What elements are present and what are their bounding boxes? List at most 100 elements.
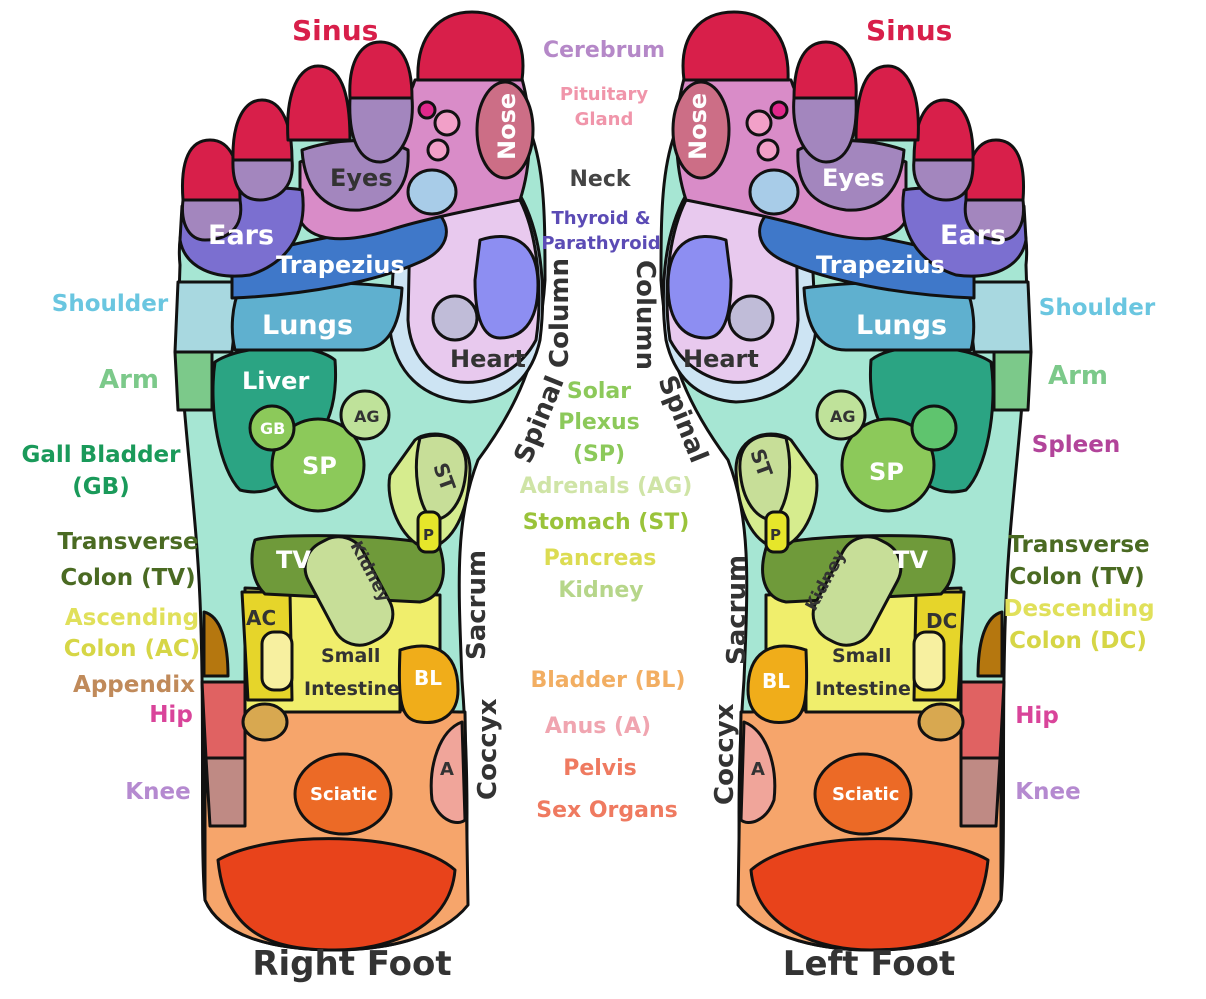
right-ac-label: AC xyxy=(246,606,276,630)
left-ag-label: AG xyxy=(830,407,856,426)
left-coccyx-label: Coccyx xyxy=(710,703,740,805)
left-toe-3 xyxy=(854,64,920,142)
left-tv-label: TV xyxy=(893,546,928,574)
right-a-label: A xyxy=(440,759,454,780)
left-foot-title: Left Foot xyxy=(783,944,955,984)
right-bl-label: BL xyxy=(414,666,442,690)
right-coccyx-label: Coccyx xyxy=(473,698,503,800)
left-tv-side-label-2: Colon (TV) xyxy=(1009,564,1144,590)
left-pituitary-dot-3 xyxy=(769,100,789,120)
right-foot-side-labels: Shoulder Arm Gall Bladder (GB) Transvers… xyxy=(22,291,201,805)
right-heel-bottom xyxy=(216,837,457,952)
left-toe-2 xyxy=(912,98,975,162)
right-arm-zone xyxy=(173,350,214,412)
left-heart-label: Heart xyxy=(683,345,759,373)
right-lungs-label: Lungs xyxy=(262,310,353,341)
right-toe-4-base xyxy=(348,96,414,164)
left-node-zone xyxy=(910,404,958,452)
left-a-label: A xyxy=(751,759,765,780)
spleen-label: Spleen xyxy=(1032,432,1121,458)
left-hip-label: Hip xyxy=(1015,703,1059,729)
left-shoulder-label: Shoulder xyxy=(1039,295,1156,321)
right-neck-zone xyxy=(406,168,458,216)
right-big-toe xyxy=(416,10,525,82)
left-heart-node xyxy=(727,294,775,342)
left-ag-zone xyxy=(815,389,867,441)
pelvis-label: Pelvis xyxy=(563,756,637,781)
right-hip-zone xyxy=(200,680,247,760)
left-sciatic-zone xyxy=(813,752,913,836)
neck-label: Neck xyxy=(569,167,631,192)
left-kidney-zone xyxy=(811,535,903,647)
left-trapezius-zone xyxy=(758,213,976,300)
right-toe-1-base xyxy=(180,198,243,242)
left-arm-label: Arm xyxy=(1048,361,1108,391)
right-ac-inner xyxy=(260,630,294,692)
left-edge-zone xyxy=(976,610,1004,678)
left-sinus-label: Sinus xyxy=(866,14,952,47)
right-toe-3 xyxy=(286,64,352,142)
right-foot-labels: Sinus Eyes Ears Nose Trapezius Lungs Hea… xyxy=(208,14,526,805)
left-p-label: P xyxy=(770,526,781,544)
descending-label-1: Descending xyxy=(1003,596,1154,622)
ascending-label-2: Colon (AC) xyxy=(64,636,200,662)
left-arm-zone xyxy=(992,350,1033,412)
left-sciatic-label: Sciatic xyxy=(832,784,899,805)
solar-label-1: Solar xyxy=(567,379,631,404)
right-st-zone xyxy=(414,433,468,522)
left-p-zone xyxy=(764,510,790,554)
right-kidney-zone xyxy=(303,535,395,647)
left-sacrum-label: Sacrum xyxy=(722,555,752,665)
left-toe-4 xyxy=(792,40,858,100)
left-toe-1-base xyxy=(963,198,1026,242)
right-toe-1 xyxy=(180,138,242,202)
right-sciatic-label: Sciatic xyxy=(310,784,377,805)
right-sciatic-zone xyxy=(293,752,393,836)
right-nose-zone xyxy=(475,80,535,180)
right-foot-title: Right Foot xyxy=(252,944,451,984)
right-intestine-label: Intestine xyxy=(304,678,400,700)
left-trapezius-label: Trapezius xyxy=(816,251,945,279)
right-nose-label: Nose xyxy=(493,93,521,160)
right-eyes-label: Eyes xyxy=(330,164,393,192)
right-toe-4 xyxy=(348,40,414,100)
left-eyes-label: Eyes xyxy=(822,164,885,192)
left-hip-zone xyxy=(959,680,1006,760)
right-sinus-label: Sinus xyxy=(292,14,378,47)
right-column-label: Column xyxy=(545,258,575,368)
left-foot-labels: Sinus Eyes Ears Nose Trapezius Lungs Hea… xyxy=(683,14,1006,805)
left-column-label: Column xyxy=(630,260,660,370)
left-toe-1 xyxy=(964,138,1026,202)
right-trapezius-label: Trapezius xyxy=(276,251,405,279)
cerebrum-label: Cerebrum xyxy=(543,38,665,63)
gall-bladder-label-2: (GB) xyxy=(72,474,129,500)
right-tv-side-label-1: Transverse xyxy=(57,529,198,555)
right-p-label: P xyxy=(423,526,434,544)
right-trapezius-zone xyxy=(230,213,448,300)
left-knee-label: Knee xyxy=(1015,779,1080,805)
ascending-label-1: Ascending xyxy=(65,605,199,631)
right-blob-zone xyxy=(241,702,289,742)
right-liver-label: Liver xyxy=(242,367,309,395)
right-pituitary-dot xyxy=(433,109,461,137)
gall-bladder-label-1: Gall Bladder xyxy=(22,442,182,468)
left-dc-label: DC xyxy=(926,609,957,633)
left-toe-2-base xyxy=(912,158,975,202)
stomach-label: Stomach (ST) xyxy=(523,510,690,535)
right-anus-zone xyxy=(429,720,467,824)
appendix-label: Appendix xyxy=(73,672,195,698)
right-bladder-zone xyxy=(397,644,460,725)
left-small-label: Small xyxy=(832,645,891,667)
left-pituitary-dot xyxy=(745,109,773,137)
anus-label: Anus (A) xyxy=(545,714,651,739)
left-dc-inner xyxy=(912,630,946,692)
right-thyroid-zone xyxy=(473,235,540,340)
left-nose-zone xyxy=(671,80,731,180)
left-sp-zone xyxy=(840,417,936,513)
right-foot xyxy=(173,10,547,952)
right-shoulder-label: Shoulder xyxy=(52,291,169,317)
right-tv-side-label-2: Colon (TV) xyxy=(60,565,195,591)
right-heart-label: Heart xyxy=(450,345,526,373)
left-thyroid-zone xyxy=(666,235,733,340)
